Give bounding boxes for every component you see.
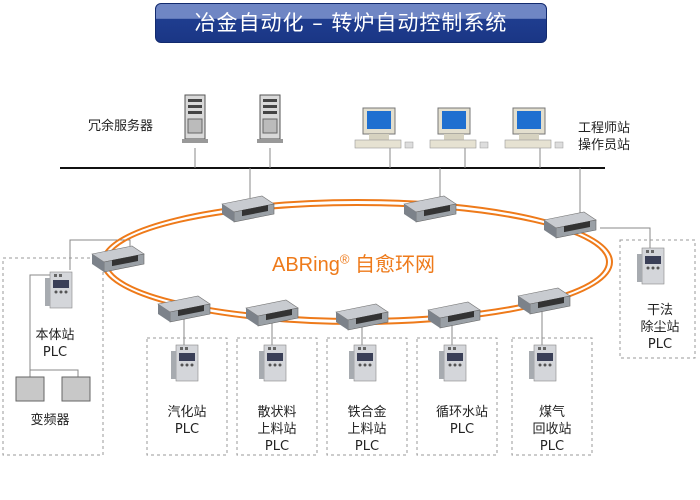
- station-label: 散状料 上料站 PLC: [257, 405, 297, 454]
- switch-icon: [403, 195, 457, 223]
- ring-mark: ®: [339, 251, 350, 267]
- ring-label: ABRing® 自愈环网: [272, 248, 435, 277]
- station-label: 铁合金 上料站 PLC: [347, 405, 387, 454]
- switch-icon: [335, 303, 389, 331]
- switch-icon: [221, 195, 275, 223]
- switch-icon: [543, 211, 597, 239]
- station-label: 汽化站 PLC: [167, 405, 207, 437]
- switch-icon: [517, 287, 571, 315]
- server-icon: [256, 94, 284, 144]
- switch-icon: [427, 301, 481, 329]
- plc-icon: [44, 271, 73, 309]
- station-label: 循环水站 PLC: [435, 405, 488, 437]
- ring-name: ABRing: [272, 254, 340, 276]
- workstation-icon: [504, 107, 564, 149]
- station-main-label: 本体站 PLC: [35, 328, 75, 360]
- plc-icon: [348, 344, 377, 382]
- inverter-icon: [61, 376, 91, 402]
- workstation-icon: [429, 107, 489, 149]
- server-icon: [181, 94, 209, 144]
- inverter-label: 变频器: [30, 413, 70, 428]
- workstation-icon: [354, 107, 414, 149]
- plc-icon: [258, 344, 287, 382]
- station-label: 干法 除尘站 PLC: [640, 303, 680, 352]
- ring-suffix: 自愈环网: [349, 254, 435, 276]
- inverter-icon: [15, 376, 45, 402]
- station-label: 煤气 回收站 PLC: [532, 405, 572, 454]
- plc-icon: [636, 247, 665, 285]
- plc-icon: [438, 344, 467, 382]
- servers-label: 冗余服务器: [88, 119, 154, 134]
- workstations-label: 工程师站 操作员站: [578, 121, 631, 153]
- plc-icon: [528, 344, 557, 382]
- switch-icon: [91, 245, 145, 273]
- page-title: 冶金自动化 – 转炉自动控制系统: [155, 3, 547, 43]
- switch-icon: [157, 295, 211, 323]
- plc-icon: [170, 344, 199, 382]
